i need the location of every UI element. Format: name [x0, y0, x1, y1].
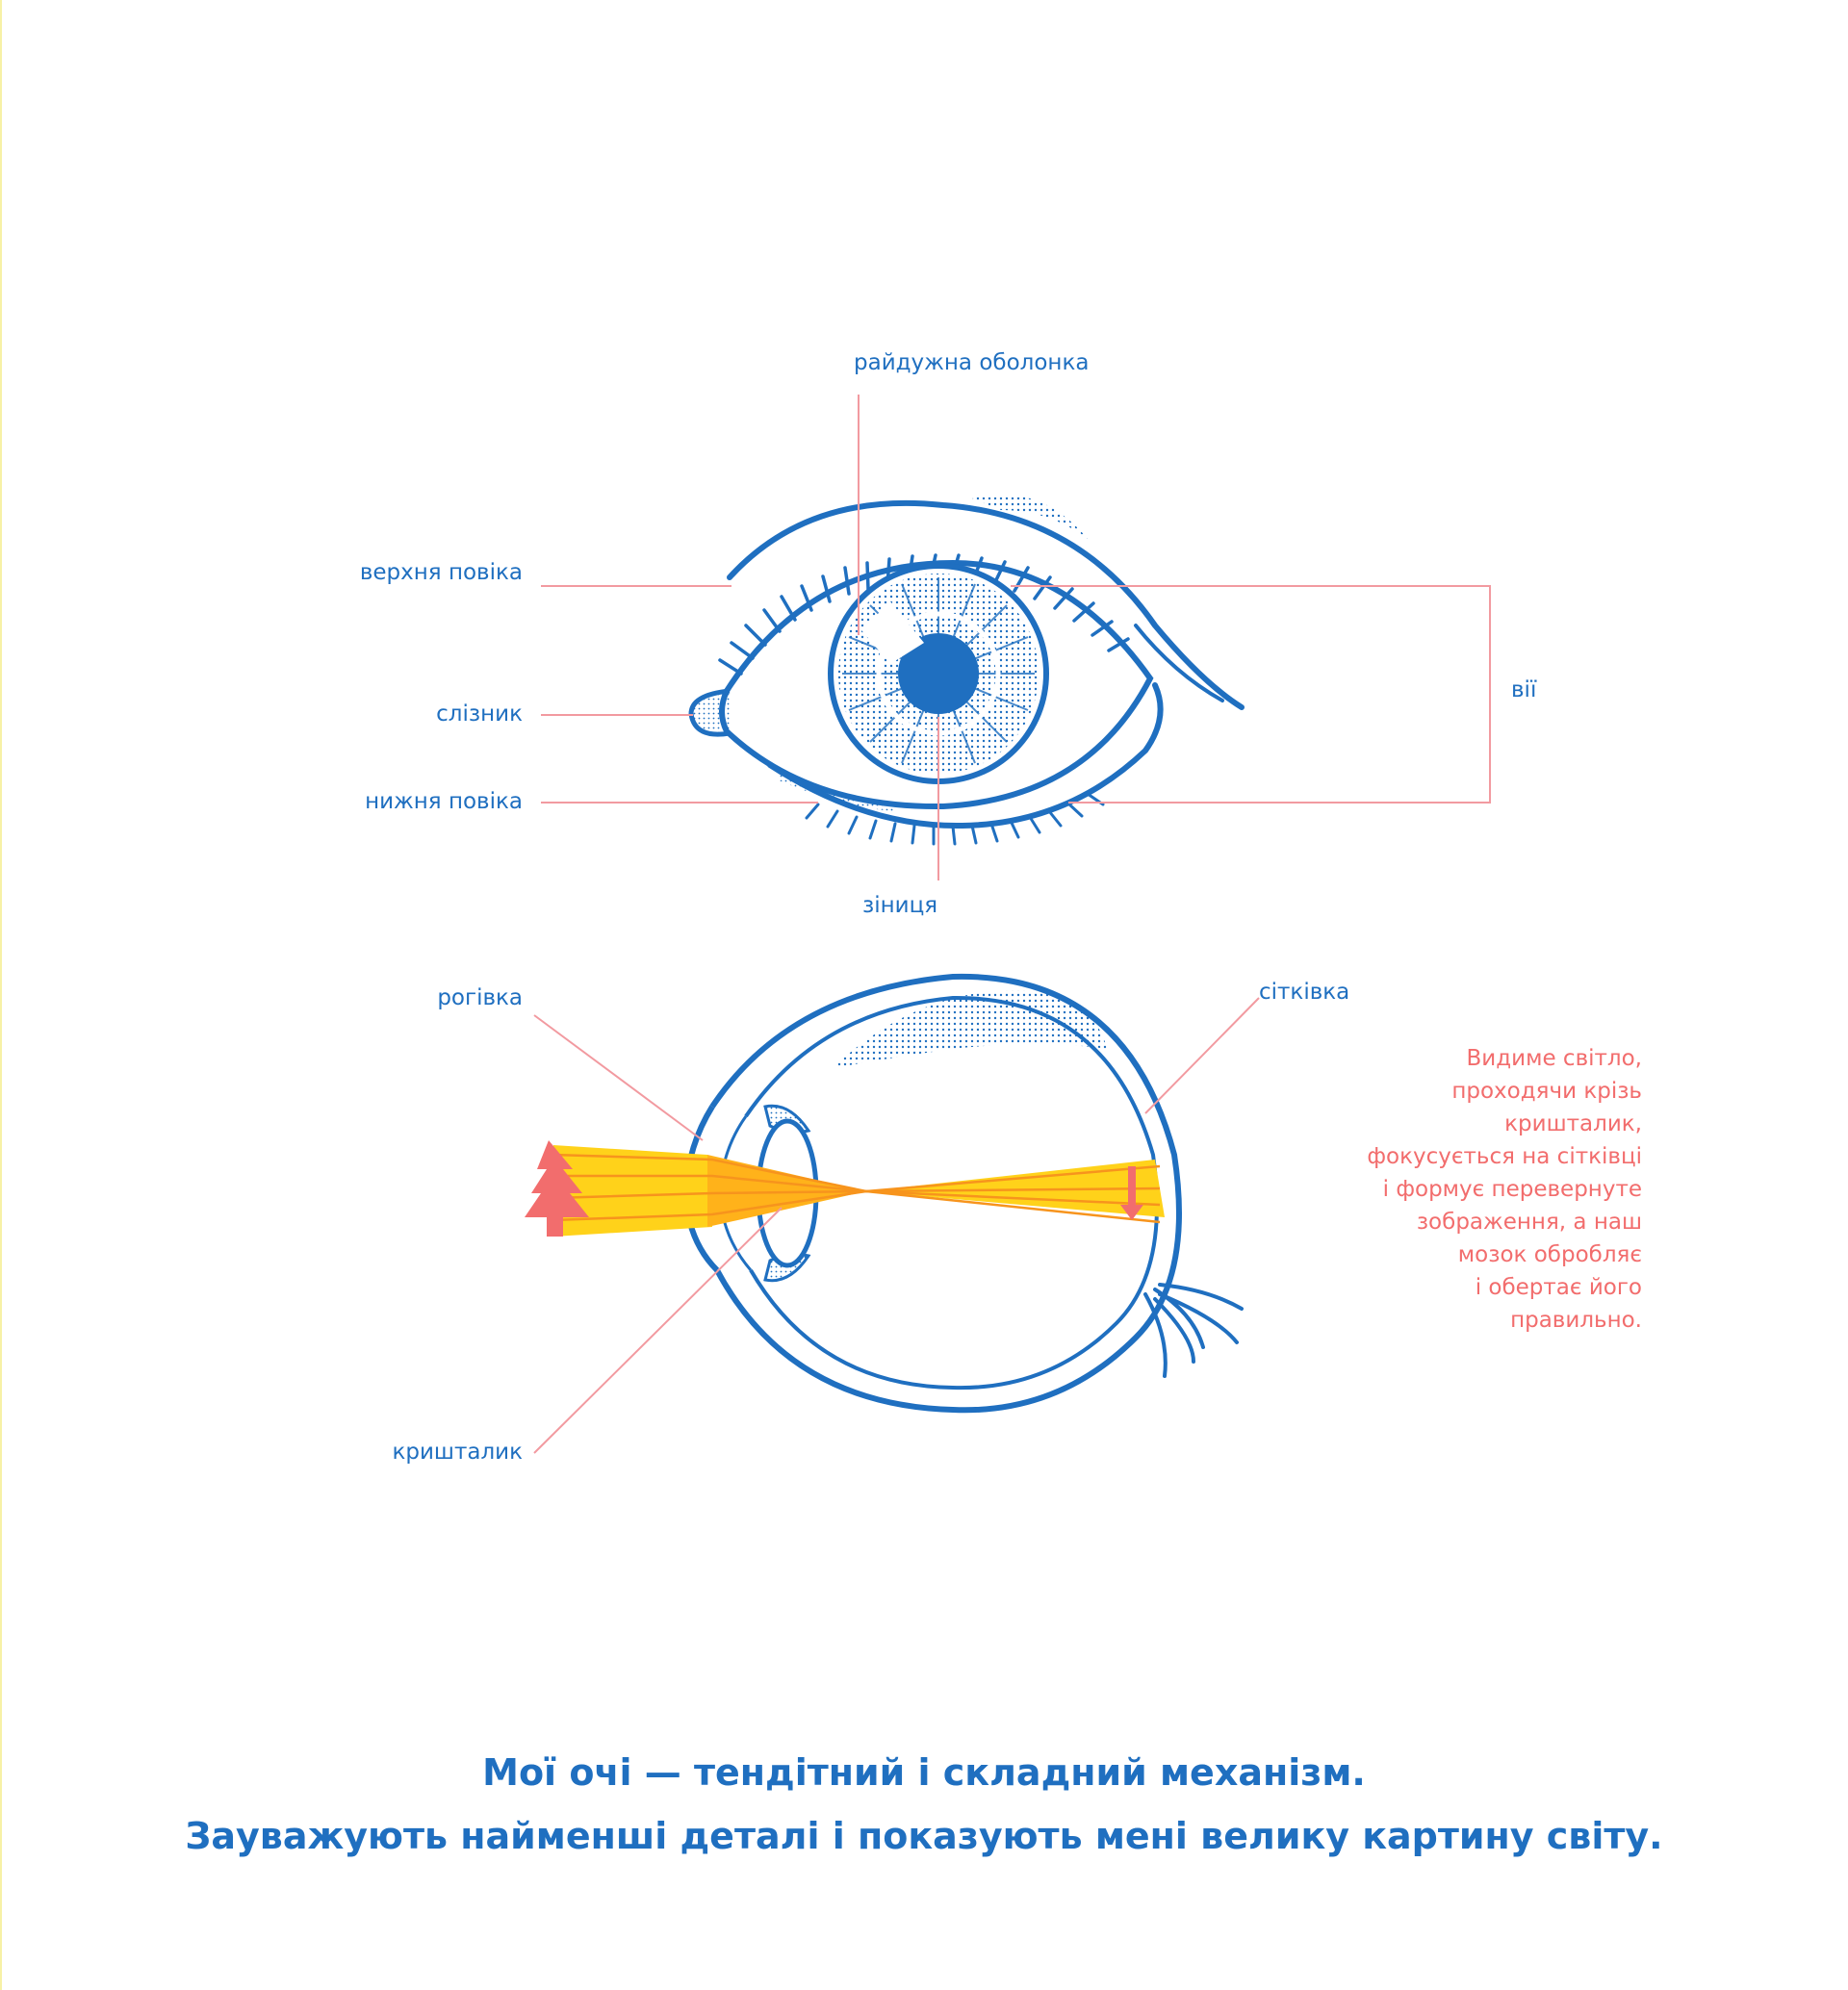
light-explanation-note: Видиме світло, проходячи крізь кришталик… — [1334, 1042, 1642, 1337]
label-retina: сітківка — [1259, 980, 1350, 1005]
label-upper-eyelid: верхня повіка — [359, 560, 523, 585]
label-pupil: зіниця — [862, 893, 938, 918]
label-eyelashes: вії — [1511, 677, 1537, 702]
eyelid-crease — [727, 499, 1245, 710]
caption-line-1: Мої очі — тендітний і складний механізм. — [482, 1751, 1366, 1794]
label-iris: райдужна оболонка — [854, 350, 1090, 375]
note-line: і формує перевернуте — [1382, 1177, 1642, 1202]
front-leaders — [541, 395, 1491, 880]
label-lower-eyelid: нижня повіка — [365, 789, 523, 814]
eyeball-inner — [744, 995, 1159, 1390]
eyeball-outer — [709, 973, 1182, 1414]
lower-lid — [767, 682, 1164, 829]
brow-shading — [972, 494, 1088, 539]
front-eye — [688, 494, 1245, 846]
note-line: зображення, а наш — [1416, 1210, 1642, 1235]
light-rays — [525, 1140, 1165, 1237]
note-line: проходячи крізь — [1451, 1079, 1642, 1104]
pupil-shape — [898, 633, 979, 714]
note-line: фокусується на сітківці — [1367, 1144, 1642, 1169]
label-tear-duct: слізник — [436, 702, 523, 727]
sclera-shading — [833, 990, 1107, 1068]
cross-section-eye — [681, 973, 1244, 1414]
lower-lashes — [805, 792, 1105, 846]
section-leaders — [533, 997, 1260, 1454]
note-line: правильно. — [1510, 1308, 1642, 1333]
label-cornea: рогівка — [437, 985, 523, 1010]
object-arrow — [525, 1140, 589, 1237]
note-line: мозок обробляє — [1457, 1242, 1642, 1267]
image-arrow — [1120, 1166, 1143, 1220]
page-edge — [0, 0, 2, 1990]
caption-line-2: Зауважують найменші деталі і показують м… — [185, 1815, 1663, 1857]
note-line: і обертає його — [1475, 1275, 1642, 1300]
note-line: кришталик, — [1504, 1111, 1642, 1136]
label-lens: кришталик — [392, 1440, 523, 1465]
optic-nerve — [1143, 1283, 1244, 1378]
tear-duct-shape — [688, 688, 731, 737]
eye-highlight — [861, 601, 924, 664]
note-line: Видиме світло, — [1466, 1046, 1642, 1071]
